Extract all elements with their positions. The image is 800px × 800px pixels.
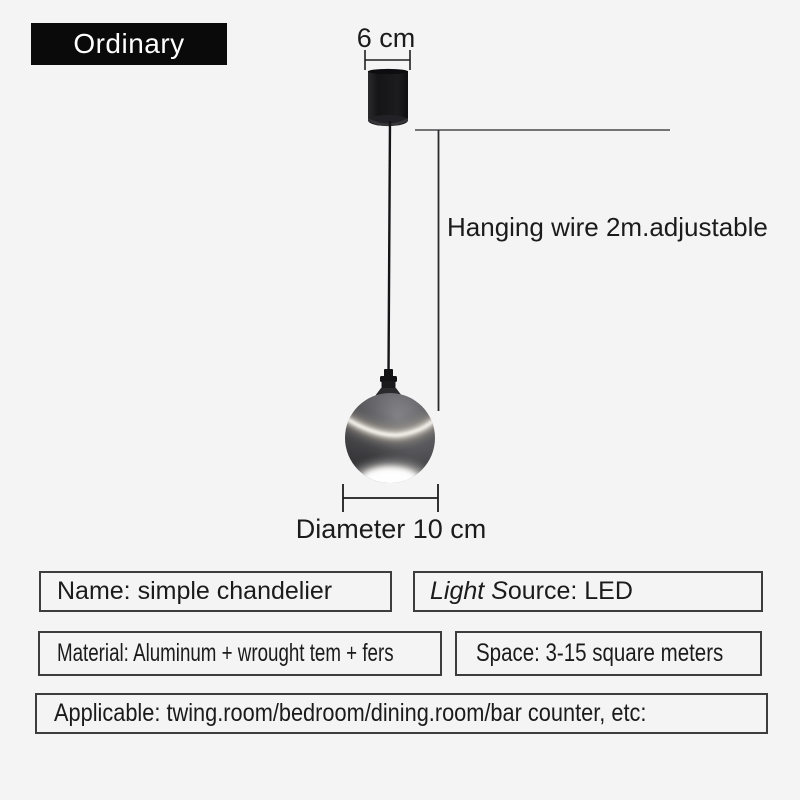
spec-light-source-italic-part: Light S — [430, 577, 508, 605]
spec-material-text: Material: Aluminum + wrought tem + fers — [57, 639, 394, 667]
spec-box-applicable: Applicable: twing.room/bedroom/dining.ro… — [35, 693, 768, 734]
pendant-lamp-diagram: 6 cm Hanging wire 2m.adjustable — [296, 23, 768, 544]
diameter-dimension-line — [342, 484, 439, 512]
wire-length-label: Hanging wire 2m.adjustable — [447, 212, 768, 242]
spec-applicable-text: Applicable: twing.room/bedroom/dining.ro… — [54, 699, 647, 727]
spec-box-name: Name: simple chandelier — [39, 571, 392, 612]
top-dimension-label: 6 cm — [357, 23, 416, 53]
spec-box-light-source: Light Source: LED — [413, 571, 763, 612]
ceiling-mount — [368, 68, 408, 127]
spec-name-text: Name: simple chandelier — [57, 577, 333, 605]
ordinary-badge-label: Ordinary — [73, 28, 185, 59]
light-band — [345, 412, 435, 441]
top-dimension-line — [364, 50, 411, 70]
spec-box-material: Material: Aluminum + wrought tem + fers — [38, 631, 442, 676]
ordinary-badge: Ordinary — [31, 23, 227, 65]
sphere-lamp — [345, 393, 435, 483]
bottom-glow-core — [362, 467, 418, 483]
lamp-fitting — [375, 369, 402, 396]
spec-box-space: Space: 3-15 square meters — [455, 631, 762, 676]
hanging-wire — [387, 120, 392, 375]
spec-space-text: Space: 3-15 square meters — [476, 639, 724, 667]
wire-measurement-lines — [415, 129, 670, 411]
spec-light-source-text: Light Source: LED — [430, 577, 633, 606]
spec-light-source-regular-part: ource: LED — [507, 577, 633, 605]
diameter-label: Diameter 10 cm — [296, 514, 487, 544]
